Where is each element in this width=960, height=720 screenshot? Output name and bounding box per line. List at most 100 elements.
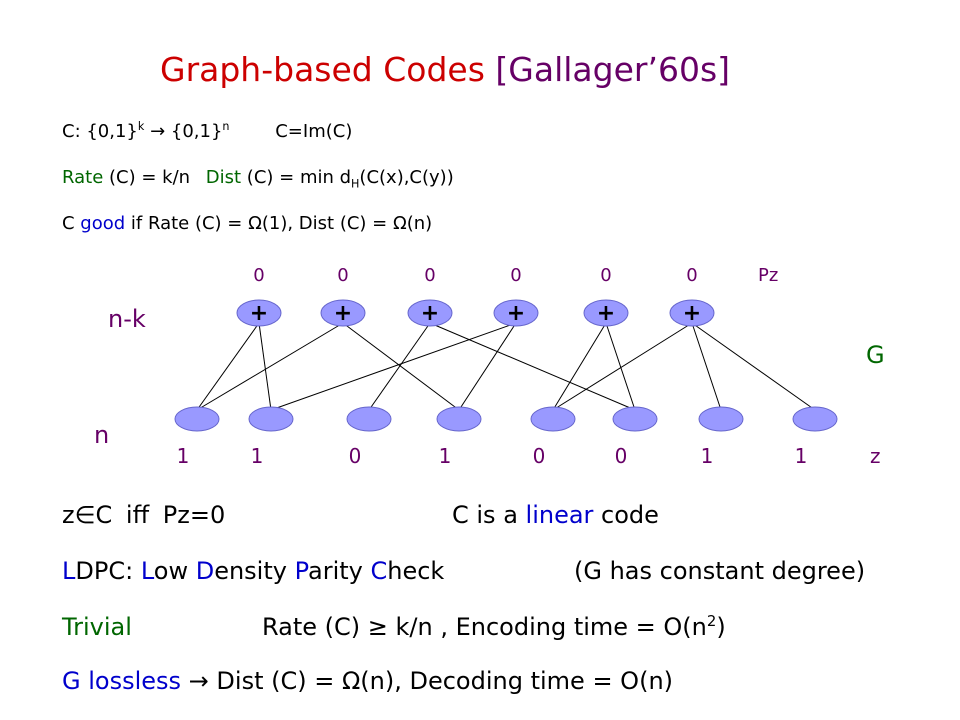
map-n: n (222, 120, 230, 133)
check-symbol: + (507, 301, 525, 326)
check-value: 0 (510, 265, 521, 286)
graph-edge (458, 322, 517, 411)
ldpc-p: P (294, 557, 308, 585)
linear-pre: C is a (452, 501, 526, 529)
check-value: 0 (253, 265, 264, 286)
graph-edge (368, 322, 431, 411)
graph-edge (270, 322, 517, 411)
ldpc-c: C (370, 557, 388, 585)
linear-post: code (593, 501, 659, 529)
code-map-line: C: {0,1}k → {0,1}n C=Im(C) (62, 120, 352, 144)
good-pre: C (62, 213, 81, 234)
variable-node (248, 406, 294, 432)
check-value: 0 (424, 265, 435, 286)
graph-edge (552, 322, 607, 411)
n-label: n (94, 421, 110, 449)
check-node (236, 299, 282, 327)
rate-rest: (C) = k/n (103, 167, 191, 188)
slide-title: Graph-based Codes [Gallager’60s] (160, 50, 730, 90)
ldpc-line: LDPC: Low Density Parity Check (62, 556, 444, 586)
variable-value: 1 (251, 444, 264, 468)
check-symbol: + (683, 301, 701, 326)
check-node (583, 299, 629, 327)
graph-edge (691, 322, 722, 411)
nk-label: n-k (108, 305, 146, 333)
parity-label: Pz (758, 265, 778, 286)
ldpc-l: L (62, 557, 76, 585)
ldpc-note: (G has constant degree) (574, 557, 866, 585)
variable-node (346, 406, 392, 432)
member-in: ∈ (74, 501, 96, 529)
check-node (493, 299, 539, 327)
check-node (320, 299, 366, 327)
lossless-line: G lossless → Dist (C) = Ω(n), Decoding t… (62, 666, 673, 696)
map-prefix: C: {0,1} (62, 121, 138, 142)
check-symbol: + (250, 301, 268, 326)
variable-value: 1 (439, 444, 452, 468)
map-image: C=Im(C) (275, 121, 353, 142)
title-main: Graph-based Codes (160, 50, 485, 89)
variable-value: 1 (177, 444, 190, 468)
graph-edge (196, 322, 260, 411)
ldpc-d: D (195, 557, 215, 585)
check-symbol: + (597, 301, 615, 326)
membership-line: z∈C iff Pz=0 (62, 500, 225, 530)
good-code-line: C good if Rate (C) = Ω(1), Dist (C) = Ω(… (62, 212, 432, 236)
variable-value: 0 (533, 444, 546, 468)
variable-node (436, 406, 482, 432)
graph-edge (605, 322, 636, 411)
ldpc-2: ow (153, 557, 196, 585)
trivial-label: Trivial (62, 612, 132, 642)
graph-edge (196, 322, 344, 411)
check-nodes: + + + + + + (236, 299, 715, 327)
dist-sub: H (351, 177, 360, 191)
lossless-g: G (62, 667, 89, 695)
ldpc-5: heck (387, 557, 445, 585)
variable-nodes (174, 406, 838, 432)
trivial-line: Rate (C) ≥ k/n , Encoding time = O(n2) (262, 612, 726, 642)
graph-edge (342, 322, 460, 411)
good-rest: if Rate (C) = Ω(1), Dist (C) = Ω(n) (125, 213, 433, 234)
graph-edge (552, 322, 693, 411)
variable-node (792, 406, 838, 432)
trivial-rate: Rate (C) ≥ k/n , Encoding time = O(n (262, 613, 707, 641)
rate-dist-line: Rate (C) = k/n Dist (C) = min dH(C(x),C(… (62, 166, 454, 190)
ldpc-4: arity (308, 557, 371, 585)
trivial-exp: 2 (706, 612, 717, 630)
dist-tail: (C(x),C(y)) (359, 167, 454, 188)
linear-line: C is a linear code (452, 500, 659, 530)
variable-node (698, 406, 744, 432)
graph-edges (196, 322, 816, 411)
dist-rest: (C) = min d (241, 167, 352, 188)
graph-g-label: G (866, 341, 885, 369)
check-symbol: + (421, 301, 439, 326)
variable-value: 1 (795, 444, 808, 468)
map-arrow: → {0,1} (144, 121, 223, 142)
member-z: z (62, 501, 75, 529)
lossless-rest: → Dist (C) = Ω(n), Decoding time = O(n) (181, 667, 674, 695)
title-citation: [Gallager’60s] (495, 50, 731, 89)
variable-node (612, 406, 658, 432)
graph-edge (429, 322, 636, 411)
variable-node (530, 406, 576, 432)
variable-value: 0 (615, 444, 628, 468)
z-label: z (870, 444, 881, 468)
check-node (407, 299, 453, 327)
dist-word: Dist (205, 167, 242, 188)
check-value: 0 (686, 265, 697, 286)
check-node (669, 299, 715, 327)
check-symbol: + (334, 301, 352, 326)
member-iff: iff (125, 501, 150, 529)
ldpc-3: ensity (214, 557, 295, 585)
good-word: good (80, 213, 126, 234)
ldpc-l2: L (140, 557, 154, 585)
map-k: k (137, 120, 145, 133)
ldpc-1: DPC: (75, 557, 141, 585)
variable-value: 1 (701, 444, 714, 468)
linear-word: linear (525, 501, 594, 529)
lossless-word: lossless (88, 667, 182, 695)
member-c: C (95, 501, 113, 529)
